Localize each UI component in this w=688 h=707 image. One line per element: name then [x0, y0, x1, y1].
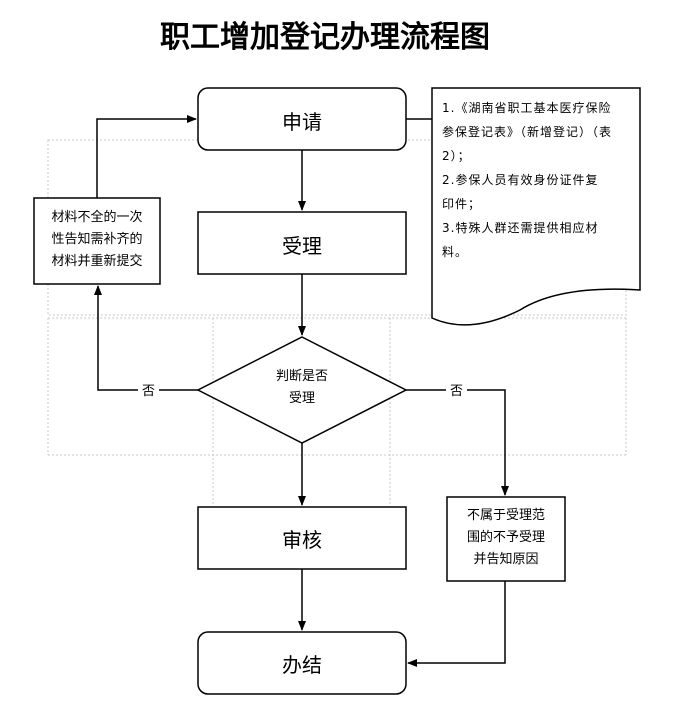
review-box	[197, 506, 407, 570]
note-line4: 2.参保人员有效身份证件复	[442, 173, 599, 187]
page-title: 职工增加登记办理流程图	[160, 20, 490, 55]
incomplete-line1: 材料不全的一次	[51, 210, 143, 225]
reject-line3: 并告知原因	[473, 552, 539, 567]
accept-label: 受理	[282, 234, 322, 258]
decision-label-line2: 受理	[288, 391, 315, 406]
reject-line1: 不属于受理范	[466, 508, 545, 523]
decision-label: 判断是否 受理	[240, 366, 364, 410]
note-line5: 印件；	[442, 197, 482, 211]
note-line3: 2）；	[442, 149, 471, 163]
reject-line2: 围的不予受理	[466, 530, 545, 545]
apply-label: 申请	[282, 110, 322, 134]
connectors	[94, 115, 509, 667]
incomplete-label: 材料不全的一次 性告知需补齐的 材料并重新提交	[34, 207, 160, 273]
review-label: 审核	[282, 528, 322, 552]
incomplete-line2: 性告知需补齐的	[51, 232, 143, 247]
reject-label: 不属于受理范 围的不予受理 并告知原因	[447, 505, 565, 571]
incomplete-line3: 材料并重新提交	[51, 254, 143, 269]
note-line1: 1.《湖南省职工基本医疗保险	[442, 101, 612, 115]
note-line6: 3.特殊人群还需提供相应材	[442, 221, 599, 235]
reject-box	[446, 496, 566, 582]
materials-note-shape	[431, 87, 641, 326]
finish-box	[197, 631, 407, 695]
finish-label: 办结	[282, 653, 322, 677]
edge-label-no-right: 否	[446, 380, 468, 399]
note-line2: 参保登记表》（新增登记）（表	[442, 125, 613, 139]
materials-note-text: 1.《湖南省职工基本医疗保险 参保登记表》（新增登记）（表 2）； 2.参保人员…	[442, 96, 638, 264]
incomplete-box	[33, 197, 161, 285]
note-line7: 料。	[442, 245, 469, 259]
decision-label-line1: 判断是否	[275, 369, 328, 384]
edge-label-no-left: 否	[138, 380, 160, 399]
